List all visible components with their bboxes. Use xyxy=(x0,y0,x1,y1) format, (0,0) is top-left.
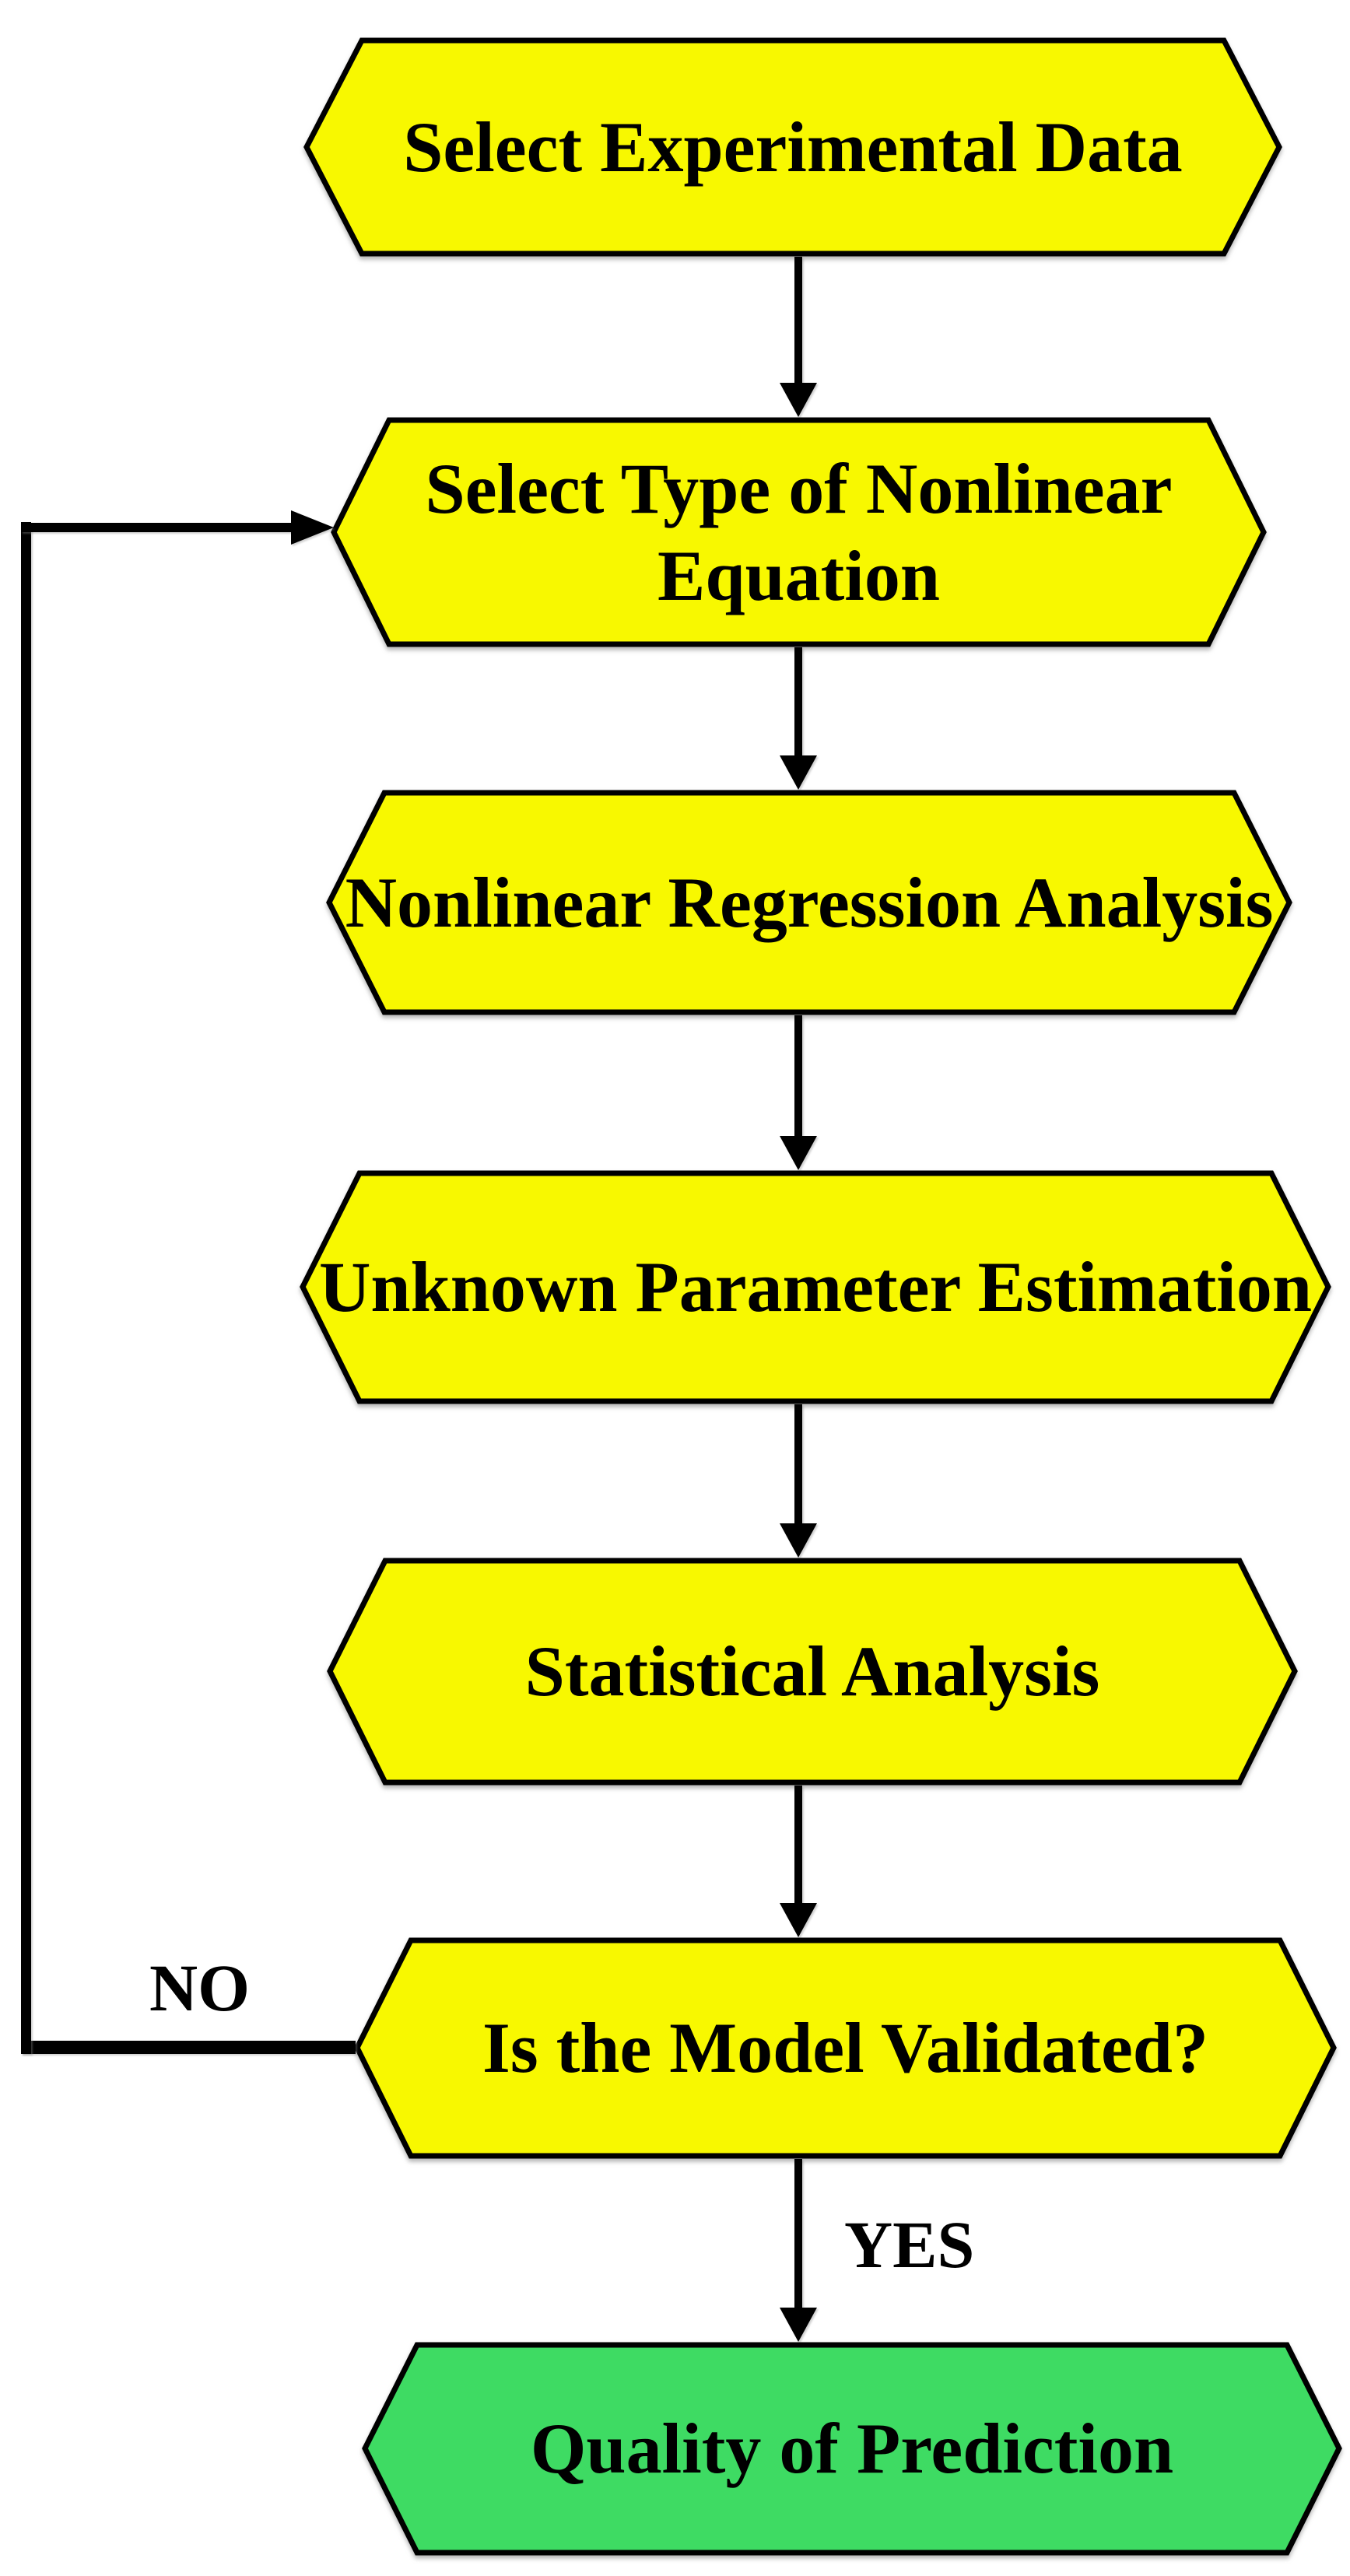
node-select-type-of-nonlinear-equation: Select Type of Nonlinear Equation xyxy=(331,417,1267,647)
arrow-5-head-icon xyxy=(780,1903,817,1937)
node-label: Select Type of Nonlinear Equation xyxy=(425,448,1173,615)
no-loop-top-line xyxy=(21,523,292,532)
node-label: Statistical Analysis xyxy=(524,1631,1100,1712)
node-unknown-parameter-estimation: Unknown Parameter Estimation xyxy=(300,1170,1331,1404)
arrow-1-line xyxy=(794,257,802,384)
arrow-yes-head-icon xyxy=(780,2308,817,2342)
hexagon-shape xyxy=(303,37,1282,257)
node-nonlinear-regression-analysis: Nonlinear Regression Analysis xyxy=(326,790,1292,1015)
node-label: Unknown Parameter Estimation xyxy=(318,1247,1313,1327)
arrow-3-line xyxy=(794,1015,802,1137)
node-label: Quality of Prediction xyxy=(530,2409,1174,2489)
arrow-2-line xyxy=(794,647,802,757)
no-label: NO xyxy=(149,1950,250,2025)
hexagon-shape xyxy=(354,1937,1337,2159)
arrow-4-head-icon xyxy=(780,1523,817,1558)
node-quality-of-prediction: Quality of Prediction xyxy=(362,2342,1342,2556)
node-statistical-analysis: Statistical Analysis xyxy=(327,1558,1298,1786)
arrow-3-head-icon xyxy=(780,1136,817,1170)
hexagon-shape xyxy=(362,2342,1342,2556)
node-label: Is the Model Validated? xyxy=(482,2008,1208,2088)
node-label: Nonlinear Regression Analysis xyxy=(345,862,1274,942)
arrow-4-line xyxy=(794,1404,802,1525)
node-label: Select Experimental Data xyxy=(403,107,1183,187)
arrow-2-head-icon xyxy=(780,755,817,790)
arrow-yes-line xyxy=(794,2159,802,2309)
node-is-the-model-validated: Is the Model Validated? xyxy=(354,1937,1337,2159)
hexagon-shape xyxy=(300,1170,1331,1404)
node-select-experimental-data: Select Experimental Data xyxy=(303,37,1282,257)
no-loop-vertical-line xyxy=(21,522,31,2054)
hexagon-shape xyxy=(326,790,1292,1015)
no-loop-bottom-line xyxy=(21,2041,356,2054)
no-loop-head-icon xyxy=(291,510,334,545)
arrow-1-head-icon xyxy=(780,383,817,417)
hexagon-shape xyxy=(331,417,1267,647)
yes-label: YES xyxy=(844,2207,975,2282)
hexagon-shape xyxy=(327,1558,1298,1786)
arrow-5-line xyxy=(794,1786,802,1905)
